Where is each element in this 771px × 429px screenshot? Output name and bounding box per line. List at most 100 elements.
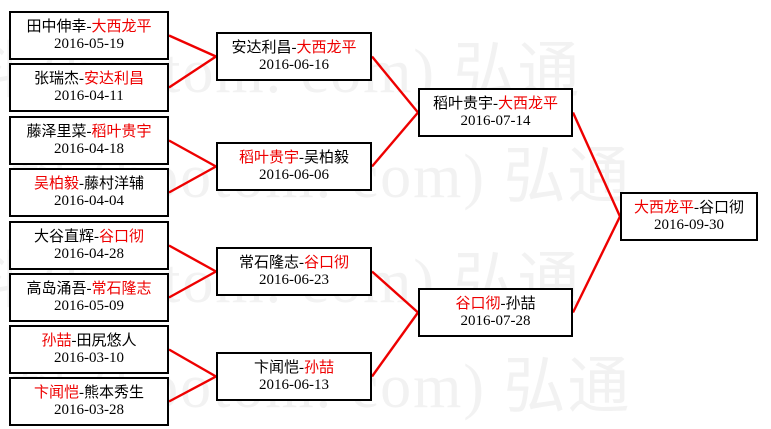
player-right: 孙喆 [505,295,536,312]
match-date: 2016-03-10 [54,349,124,366]
player-separator: - [79,175,84,192]
player-separator: - [493,95,498,112]
bracket-edge [571,112,622,217]
player-left: 藤泽里菜 [26,123,87,140]
player-separator: - [86,123,92,140]
match-date: 2016-04-11 [54,87,124,104]
bracket-edge [168,270,217,299]
bracket-edge [371,270,419,314]
match-players: 卞闻恺-熊本秀生 [34,385,144,402]
player-separator: - [299,254,304,271]
bracket-edge [168,55,217,89]
player-left: 高岛涌吾 [26,280,87,297]
match-date: 2016-05-19 [54,35,124,52]
player-separator: - [71,332,77,349]
player-left: 卞闻恺 [33,384,79,401]
player-right: 藤村洋辅 [84,175,145,192]
player-right: 谷口彻 [699,199,745,216]
match-players: 谷口彻-孙喆 [455,296,535,313]
player-separator: - [299,149,304,166]
match-players: 大谷直辉-谷口彻 [34,229,144,246]
player-right: 孙喆 [304,359,335,376]
player-right: 大西龙平 [91,18,152,35]
match-players: 大西龙平-谷口彻 [634,200,744,217]
player-left: 安达利昌 [231,39,292,56]
player-left: 大谷直辉 [33,228,94,245]
match-players: 田中伸幸-大西龙平 [26,19,151,36]
match-date: 2016-09-30 [654,216,724,233]
player-separator: - [79,70,84,87]
bracket-edge [168,375,217,403]
player-left: 稻叶贵宇 [238,149,299,166]
match-players: 稻叶贵宇-大西龙平 [433,96,558,113]
player-left: 田中伸幸 [26,18,87,35]
player-left: 大西龙平 [633,199,694,216]
player-right: 大西龙平 [498,95,559,112]
match-date: 2016-06-16 [259,56,329,73]
player-separator: - [86,18,92,35]
player-right: 熊本秀生 [84,384,145,401]
player-right: 稻叶贵宇 [91,123,152,140]
match-players: 稻叶贵宇-吴柏毅 [239,150,349,167]
match-date: 2016-04-18 [54,140,124,157]
match-date: 2016-06-06 [259,166,329,183]
player-left: 张瑞杰 [33,70,79,87]
player-right: 谷口彻 [99,228,145,245]
match-players: 孙喆-田尻悠人 [41,333,136,350]
match-players: 藤泽里菜-稻叶贵宇 [26,124,151,141]
bracket-edge [371,111,419,168]
player-right: 谷口彻 [304,254,350,271]
player-right: 安达利昌 [84,70,145,87]
match-date: 2016-06-13 [259,376,329,393]
bracket-edge [168,165,217,194]
player-right: 大西龙平 [296,39,357,56]
bracket-edge [371,55,419,114]
bracket-edge [168,34,217,58]
player-separator: - [694,199,699,216]
match-date: 2016-07-28 [460,312,531,329]
match-players: 高岛涌吾-常石隆志 [26,281,151,298]
player-right: 吴柏毅 [304,149,350,166]
match-players: 张瑞杰-安达利昌 [34,71,144,88]
bracket-edge [371,311,419,378]
match-date: 2016-07-14 [460,112,531,129]
player-separator: - [299,359,304,376]
player-left: 卞闻恺 [253,359,299,376]
match-date: 2016-03-28 [54,401,124,418]
bracket-edge [168,348,217,378]
player-left: 常石隆志 [238,254,299,271]
player-separator: - [291,39,297,56]
player-left: 谷口彻 [455,295,501,312]
bracket-edge [168,139,217,168]
player-separator: - [79,384,84,401]
player-left: 稻叶贵宇 [432,95,493,112]
player-left: 吴柏毅 [33,175,79,192]
player-right: 田尻悠人 [76,332,137,349]
match-date: 2016-05-09 [54,297,124,314]
player-separator: - [94,228,99,245]
player-left: 孙喆 [41,332,72,349]
match-players: 吴柏毅-藤村洋辅 [34,176,144,193]
player-right: 常石隆志 [91,280,152,297]
player-separator: - [500,295,506,312]
match-players: 卞闻恺-孙喆 [254,360,334,377]
match-players: 安达利昌-大西龙平 [231,40,356,57]
match-date: 2016-04-04 [54,192,124,209]
bracket-edge [571,215,622,314]
